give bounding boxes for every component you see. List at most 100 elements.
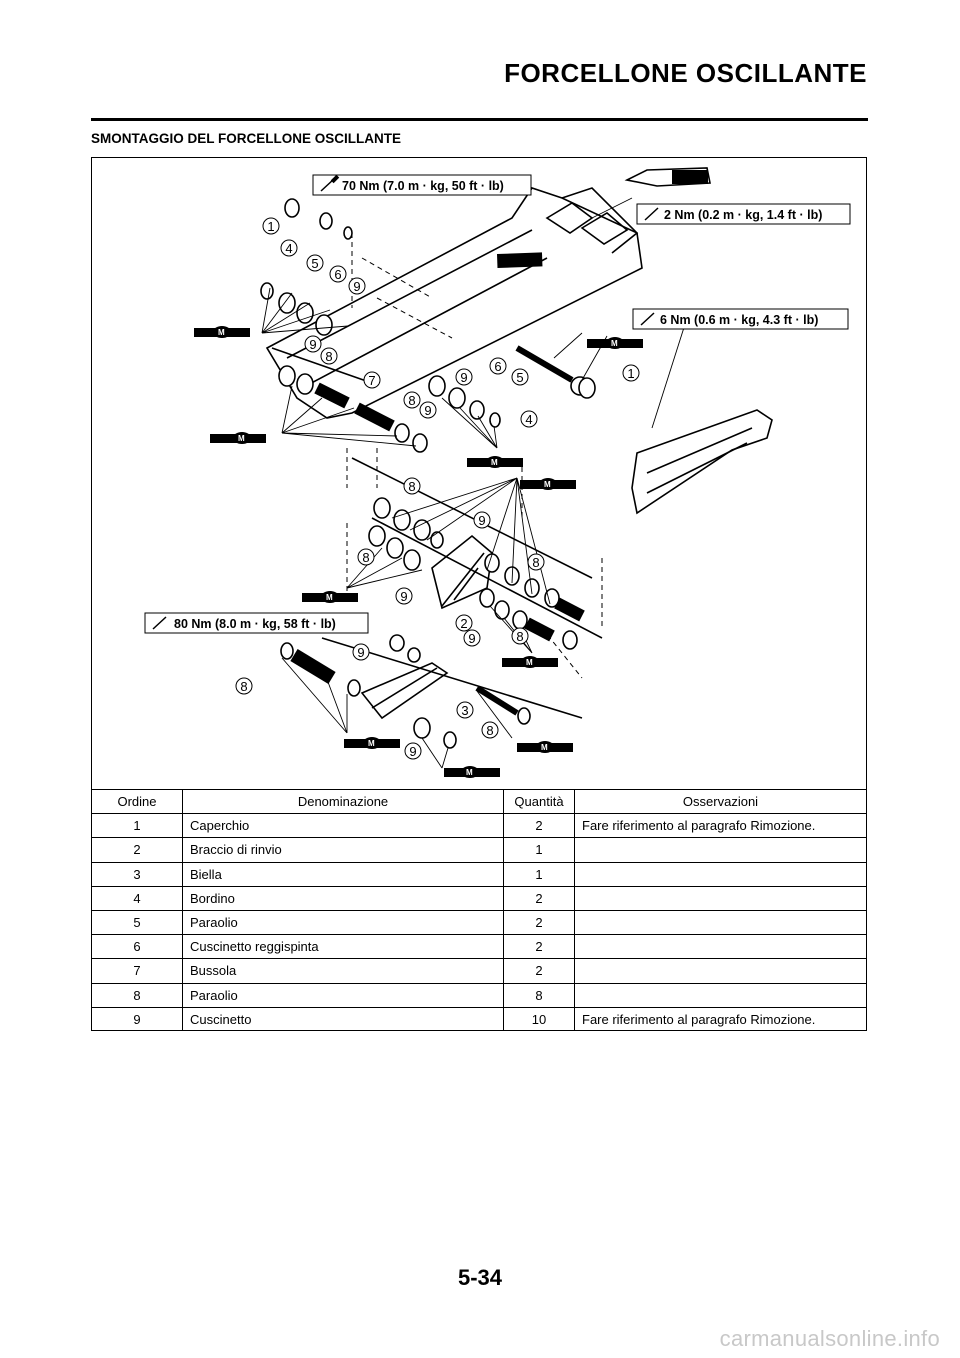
callout-9: 9 xyxy=(400,589,407,604)
table-row: 3 Biella 1 xyxy=(92,861,866,887)
cell-order: 2 xyxy=(92,837,183,863)
svg-text:70 Nm (7.0 m · kg, 50 ft · lb): 70 Nm (7.0 m · kg, 50 ft · lb) xyxy=(342,179,504,193)
cell-order: 5 xyxy=(92,909,183,936)
callout-9: 9 xyxy=(409,744,416,759)
cell-name: Biella xyxy=(182,861,504,887)
table-row: 6 Cuscinetto reggispinta 2 xyxy=(92,934,866,960)
callout-9: 9 xyxy=(478,513,485,528)
column-header-qty: Quantità xyxy=(503,788,575,815)
cell-qty: 1 xyxy=(503,861,575,887)
table-row: 4 Bordino 2 xyxy=(92,885,866,911)
grease-icon: M xyxy=(210,432,266,444)
callout-9: 9 xyxy=(468,631,475,646)
cell-notes: Fare riferimento al paragrafo Rimozione. xyxy=(574,1006,866,1031)
table-header-row: Ordine Denominazione Quantità Osservazio… xyxy=(92,788,866,815)
svg-text:80 Nm (8.0 m · kg, 58 ft · lb): 80 Nm (8.0 m · kg, 58 ft · lb) xyxy=(174,617,336,631)
callout-3: 3 xyxy=(461,703,468,718)
table-row: 7 Bussola 2 xyxy=(92,958,866,984)
callout-8: 8 xyxy=(362,550,369,565)
svg-text:M: M xyxy=(541,743,548,752)
grease-icon: M xyxy=(194,326,250,338)
header-rule xyxy=(91,118,868,121)
grease-icon: M xyxy=(587,337,643,349)
torque-box-70: 70 Nm (7.0 m · kg, 50 ft · lb) xyxy=(312,174,532,196)
cell-order: 3 xyxy=(92,861,183,887)
cell-qty: 2 xyxy=(503,934,575,960)
svg-text:M: M xyxy=(326,593,333,602)
parts-table: Ordine Denominazione Quantità Osservazio… xyxy=(92,788,866,1031)
page-number: 5-34 xyxy=(457,1265,503,1290)
table-row: 5 Paraolio 2 xyxy=(92,909,866,936)
callout-2: 2 xyxy=(460,616,467,631)
cell-name: Paraolio xyxy=(182,982,504,1008)
cell-name: Cuscinetto xyxy=(182,1006,504,1031)
torque-box-80: 80 Nm (8.0 m · kg, 58 ft · lb) xyxy=(144,612,369,634)
cell-notes xyxy=(574,861,866,887)
svg-text:M: M xyxy=(611,339,618,348)
svg-text:6 Nm (0.6 m · kg, 4.3 ft · lb): 6 Nm (0.6 m · kg, 4.3 ft · lb) xyxy=(660,313,818,327)
grease-icon: M xyxy=(444,766,500,778)
column-header-name: Denominazione xyxy=(182,788,504,815)
table-row: 9 Cuscinetto 10 Fare riferimento al para… xyxy=(92,1006,866,1031)
cell-order: 8 xyxy=(92,982,183,1008)
callout-8: 8 xyxy=(240,679,247,694)
torque-box-2: 2 Nm (0.2 m · kg, 1.4 ft · lb) xyxy=(636,203,851,225)
cell-name: Bordino xyxy=(182,885,504,911)
cell-notes: Fare riferimento al paragrafo Rimozione. xyxy=(574,813,866,839)
cell-qty: 2 xyxy=(503,885,575,911)
cell-name: Braccio di rinvio xyxy=(182,837,504,863)
callout-8: 8 xyxy=(486,723,493,738)
cell-qty: 10 xyxy=(503,1006,575,1031)
grease-icon: M xyxy=(344,737,400,749)
content-frame: 70 Nm (7.0 m · kg, 50 ft · lb) 2 Nm (0.2… xyxy=(91,157,867,1031)
grease-icon: M xyxy=(302,591,358,603)
column-header-notes: Osservazioni xyxy=(574,788,866,815)
watermark: carmanualsonline.info xyxy=(719,1326,940,1351)
cell-order: 4 xyxy=(92,885,183,911)
torque-box-6: 6 Nm (0.6 m · kg, 4.3 ft · lb) xyxy=(632,308,849,330)
cell-name: Bussola xyxy=(182,958,504,984)
callout-8: 8 xyxy=(408,479,415,494)
cell-qty: 2 xyxy=(503,909,575,936)
svg-text:M: M xyxy=(526,658,533,667)
grease-icon: M xyxy=(502,656,558,668)
svg-text:M: M xyxy=(491,458,498,467)
callout-6: 6 xyxy=(334,267,341,282)
cell-name: Paraolio xyxy=(182,909,504,936)
cell-notes xyxy=(574,885,866,911)
svg-text:M: M xyxy=(238,434,245,443)
cell-order: 9 xyxy=(92,1006,183,1031)
callout-1: 1 xyxy=(267,219,274,234)
svg-text:M: M xyxy=(466,768,473,777)
callout-9: 9 xyxy=(357,645,364,660)
column-header-order: Ordine xyxy=(92,788,183,815)
cell-notes xyxy=(574,934,866,960)
cell-qty: 1 xyxy=(503,837,575,863)
callout-5: 5 xyxy=(311,256,318,271)
grease-icon: M xyxy=(517,741,573,753)
cell-name: Cuscinetto reggispinta xyxy=(182,934,504,960)
callout-5: 5 xyxy=(516,370,523,385)
svg-text:M: M xyxy=(218,328,225,337)
grease-icon: M xyxy=(520,478,576,490)
callout-9: 9 xyxy=(309,337,316,352)
svg-text:2 Nm (0.2 m · kg, 1.4 ft · lb): 2 Nm (0.2 m · kg, 1.4 ft · lb) xyxy=(664,208,822,222)
cell-qty: 2 xyxy=(503,813,575,839)
callout-9: 9 xyxy=(460,370,467,385)
page-title: FORCELLONE OSCILLANTE xyxy=(504,58,867,88)
cell-notes xyxy=(574,982,866,1008)
cell-notes xyxy=(574,837,866,863)
cell-qty: 2 xyxy=(503,958,575,984)
cell-order: 1 xyxy=(92,813,183,839)
callout-9: 9 xyxy=(424,403,431,418)
callout-4: 4 xyxy=(285,241,292,256)
table-row: 1 Caperchio 2 Fare riferimento al paragr… xyxy=(92,813,866,839)
callout-8: 8 xyxy=(408,393,415,408)
cell-name: Caperchio xyxy=(182,813,504,839)
section-heading: SMONTAGGIO DEL FORCELLONE OSCILLANTE xyxy=(91,131,401,146)
callout-1: 1 xyxy=(627,366,634,381)
svg-text:M: M xyxy=(544,480,551,489)
exploded-view-diagram: 70 Nm (7.0 m · kg, 50 ft · lb) 2 Nm (0.2… xyxy=(144,167,851,778)
grease-icon: M xyxy=(467,456,523,468)
callout-9: 9 xyxy=(353,279,360,294)
